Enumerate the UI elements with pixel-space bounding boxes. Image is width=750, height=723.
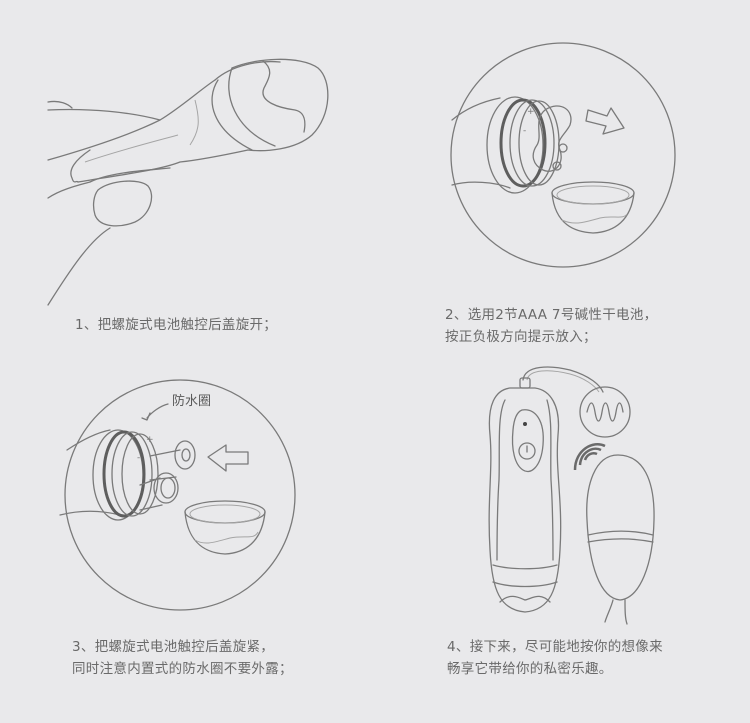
waterproof-ring-callout: 防水圈 [172, 394, 212, 409]
step-3-caption: 3、把螺旋式电池触控后盖旋紧， 同时注意内置式的防水圈不要外露； [72, 636, 293, 680]
step-1-caption: 1、把螺旋式电池触控后盖旋开； [75, 314, 277, 336]
caption-line: 按正负极方向提示放入； [445, 329, 597, 345]
svg-text:+: + [146, 435, 154, 445]
caption-line: 畅享它带给你的私密乐趣。 [447, 661, 613, 677]
hand-holding-device-illustration [47, 58, 329, 306]
step-4-panel: 4、接下来，尽可能地按你的想像来 畅享它带给你的私密乐趣。 [375, 360, 750, 723]
caption-line: 同时注意内置式的防水圈不要外露； [72, 661, 293, 677]
step-1-panel: 1、把螺旋式电池触控后盖旋开； [0, 0, 375, 360]
caption-line: 2、选用2节AAA 7号碱性干电池， [445, 307, 658, 323]
step-2-panel: + - 2、选用2节AAA 7号碱性干电池， 按正负极方向提示放入； [375, 0, 750, 360]
batteries-inserted-illustration: + - [59, 379, 296, 611]
step-4-caption: 4、接下来，尽可能地按你的想像来 畅享它带给你的私密乐趣。 [447, 636, 663, 680]
svg-text:-: - [137, 453, 140, 463]
caption-line: 4、接下来，尽可能地按你的想像来 [447, 639, 663, 655]
caption-line: 1、把螺旋式电池触控后盖旋开； [75, 317, 278, 333]
svg-text:-: - [523, 126, 526, 136]
caption-line: 3、把螺旋式电池触控后盖旋紧， [72, 639, 275, 655]
step-3-panel: + - 防水圈 3、把螺旋式电池触控后盖旋紧， 同时注意内置式的防水圈不要外露； [0, 360, 375, 723]
battery-compartment-illustration: + - [450, 42, 676, 268]
svg-text:+: + [527, 107, 535, 117]
remote-and-egg-illustration [488, 366, 655, 625]
step-2-caption: 2、选用2节AAA 7号碱性干电池， 按正负极方向提示放入； [445, 304, 657, 348]
